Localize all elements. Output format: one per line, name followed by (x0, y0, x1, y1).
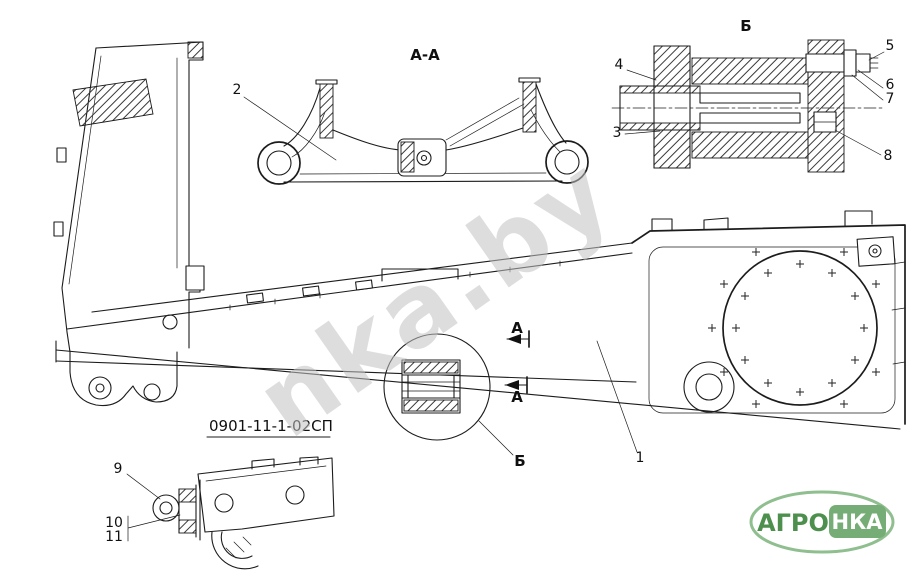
panel-flap-plate (72, 78, 154, 127)
b-bolt-washer (843, 49, 857, 77)
callout-4-label: 4 (615, 57, 624, 73)
callout-1-leader (596, 340, 638, 453)
aa-diagonal-strut (445, 97, 525, 147)
part-number: 0901-11-1-02СП (209, 417, 333, 435)
logo-pill (829, 505, 886, 538)
cut-arrow-upper-label: А (511, 319, 523, 337)
main-frame-view (55, 210, 906, 430)
bottom-bracket-plate (197, 457, 335, 533)
callout-2-label: 2 (233, 82, 242, 98)
frame-small-bore (683, 361, 735, 413)
callout-5-leader (868, 51, 885, 61)
panel-foot (69, 351, 178, 407)
view-b-section (611, 39, 883, 173)
part-number-block: 0901-11-1-02СП (206, 417, 333, 438)
callout-2-leader (243, 96, 337, 161)
detail-b-circle (383, 333, 491, 441)
cut-arrow-upper: А (506, 319, 530, 348)
callout-11-label: 11 (105, 529, 123, 545)
b-bushing-lower (691, 131, 809, 159)
callout-5-label: 5 (886, 38, 895, 54)
frame-large-bore (722, 250, 878, 406)
logo: АГРО НКА (749, 490, 895, 554)
callout-8-label: 8 (884, 148, 893, 164)
callout-3-label: 3 (613, 125, 622, 141)
b-left-flange-lower (653, 129, 691, 169)
section-aa-label: А-А (410, 46, 440, 64)
aa-right-wall-section (522, 81, 537, 133)
b-left-flange-upper (653, 45, 691, 87)
cut-arrow-lower: А (504, 376, 528, 406)
callout-1-label: 1 (636, 450, 645, 466)
aa-left-eye (257, 141, 301, 185)
callout-7-leader (851, 74, 884, 101)
callout-9-label: 9 (114, 461, 123, 477)
b-bolt-head (855, 53, 871, 73)
callout-9-leader (126, 473, 161, 500)
aa-right-eye (545, 140, 589, 184)
left-panel-view (53, 41, 205, 407)
callout-6-label: 6 (886, 77, 895, 93)
cut-arrow-lower-label: А (511, 388, 523, 406)
b-bushing-upper (691, 57, 809, 85)
callout-7-label: 7 (886, 91, 895, 107)
logo-text-left: АГРО (757, 509, 829, 537)
bottom-detail-view (152, 456, 335, 570)
callout-leaders (126, 51, 885, 542)
bottom-shaft-end (152, 494, 180, 522)
callout-8-leader (834, 129, 882, 156)
detail-b-view (383, 333, 491, 441)
section-aa-view (257, 77, 589, 185)
bottom-foot-arc (211, 531, 259, 570)
callout-4-leader (626, 69, 657, 81)
logo-text-right: НКА (832, 510, 884, 534)
frame-right-plate-outline (631, 224, 906, 425)
callout-10-label: 10 (105, 515, 123, 531)
detail-b-leader (478, 420, 514, 456)
callout-3-leader (624, 130, 661, 135)
callout-6-leader (857, 69, 884, 89)
callout-10-11-leader (127, 514, 181, 542)
detail-b-label: Б (514, 452, 525, 470)
view-b-label: Б (740, 17, 751, 35)
panel-top-gusset (187, 41, 204, 59)
aa-left-wall-section (319, 83, 334, 139)
